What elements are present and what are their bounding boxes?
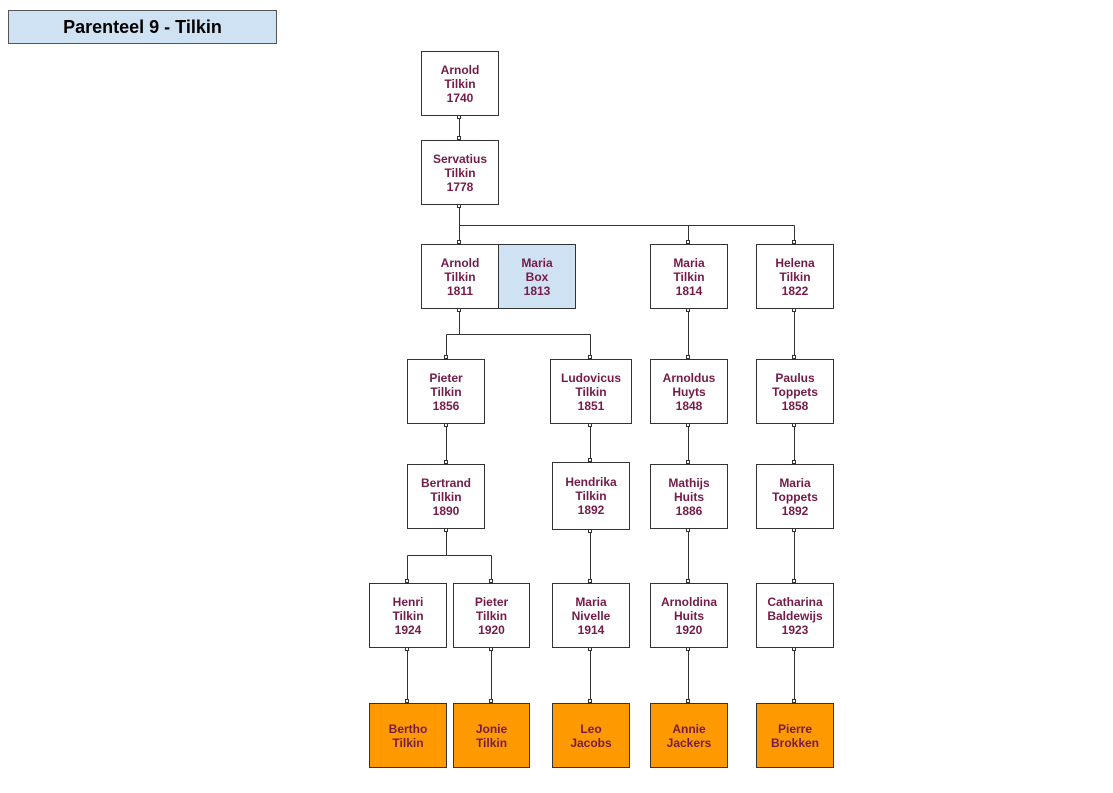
connector-dot bbox=[792, 699, 796, 703]
person-node[interactable]: Mathijs Huits 1886 bbox=[650, 464, 728, 529]
person-node[interactable]: Arnoldus Huyts 1848 bbox=[650, 359, 728, 424]
person-node[interactable]: Arnold Tilkin 1740 bbox=[421, 51, 499, 116]
connector-dot bbox=[444, 460, 448, 464]
person-node[interactable]: Bertrand Tilkin 1890 bbox=[407, 464, 485, 529]
connector-dot bbox=[588, 458, 592, 462]
connector-dot bbox=[588, 699, 592, 703]
connector-dot bbox=[792, 460, 796, 464]
person-node[interactable]: Arnold Tilkin 1811 bbox=[421, 244, 499, 309]
connector-dot bbox=[792, 355, 796, 359]
connector-dot bbox=[686, 460, 690, 464]
descendant-node[interactable]: Annie Jackers bbox=[650, 703, 728, 768]
person-node[interactable]: Maria Toppets 1892 bbox=[756, 464, 834, 529]
page-title: Parenteel 9 - Tilkin bbox=[8, 10, 277, 44]
connector-dot bbox=[686, 579, 690, 583]
descendant-node[interactable]: Leo Jacobs bbox=[552, 703, 630, 768]
connector-dot bbox=[686, 699, 690, 703]
person-node[interactable]: Pieter Tilkin 1856 bbox=[407, 359, 485, 424]
person-node[interactable]: Henri Tilkin 1924 bbox=[369, 583, 447, 648]
person-node[interactable]: Arnoldina Huits 1920 bbox=[650, 583, 728, 648]
connector-dot bbox=[489, 699, 493, 703]
connector-dot bbox=[457, 136, 461, 140]
connector-dot bbox=[792, 579, 796, 583]
person-node[interactable]: Maria Tilkin 1814 bbox=[650, 244, 728, 309]
person-node[interactable]: Paulus Toppets 1858 bbox=[756, 359, 834, 424]
descendant-node[interactable]: Pierre Brokken bbox=[756, 703, 834, 768]
person-node[interactable]: Catharina Baldewijs 1923 bbox=[756, 583, 834, 648]
connector-dot bbox=[686, 240, 690, 244]
descendant-node[interactable]: Jonie Tilkin bbox=[453, 703, 530, 768]
connector-dot bbox=[686, 355, 690, 359]
person-node[interactable]: Servatius Tilkin 1778 bbox=[421, 140, 499, 205]
descendant-node[interactable]: Bertho Tilkin bbox=[369, 703, 447, 768]
connector-dot bbox=[792, 240, 796, 244]
connector-dot bbox=[457, 240, 461, 244]
connector-dot bbox=[444, 355, 448, 359]
person-node[interactable]: Helena Tilkin 1822 bbox=[756, 244, 834, 309]
person-node[interactable]: Ludovicus Tilkin 1851 bbox=[550, 359, 632, 424]
connector-dot bbox=[588, 579, 592, 583]
person-node[interactable]: Maria Nivelle 1914 bbox=[552, 583, 630, 648]
person-node[interactable]: Pieter Tilkin 1920 bbox=[453, 583, 530, 648]
person-node[interactable]: Hendrika Tilkin 1892 bbox=[552, 462, 630, 530]
connector-dot bbox=[405, 699, 409, 703]
connector-dot bbox=[489, 579, 493, 583]
spouse-node[interactable]: Maria Box 1813 bbox=[498, 244, 576, 309]
connector-dot bbox=[405, 579, 409, 583]
connector-dot bbox=[588, 355, 592, 359]
